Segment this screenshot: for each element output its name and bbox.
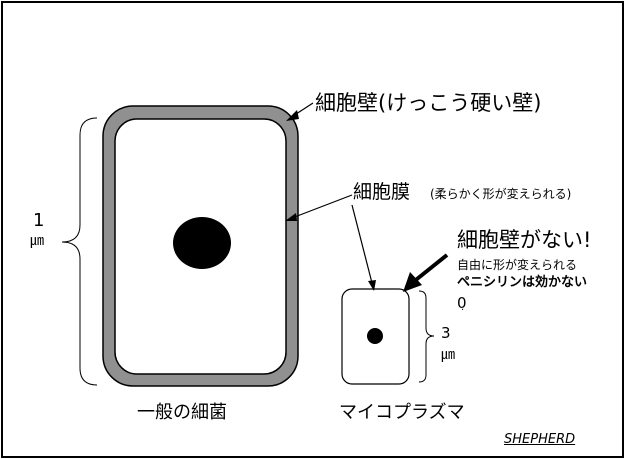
credit-text: SHEPHERD	[504, 432, 576, 447]
shape-changeable-label: 自由に形が変えられる	[457, 258, 578, 272]
cell-membrane-label: 細胞膜	[353, 181, 411, 203]
no-wall-pointer	[410, 253, 449, 285]
membrane-pointer-myco	[351, 204, 373, 284]
myco-size-dot: .	[461, 302, 465, 313]
no-cell-wall-label: 細胞壁がない!	[457, 228, 592, 252]
no-wall-arrowhead	[403, 272, 422, 292]
general-size-value: 1	[33, 210, 45, 231]
myco-size-unit: ㎛	[441, 347, 455, 363]
cell-membrane-note: (柔らかく形が変えられる)	[430, 187, 572, 201]
membrane-arrowhead-general	[285, 213, 297, 221]
myco-size-rest: 3	[441, 324, 451, 342]
cell-wall-arrowhead	[286, 110, 299, 121]
mycoplasma-caption: マイコプラズマ	[339, 402, 465, 423]
membrane-pointer-general	[291, 194, 353, 219]
general-size-unit: ㎛	[30, 233, 44, 249]
general-bacterium-nucleoid	[173, 217, 231, 269]
penicillin-label: ペニシリンは効かない	[457, 275, 588, 290]
mycoplasma-nucleoid	[367, 328, 383, 344]
general-size-brace	[61, 117, 98, 386]
cell-wall-label: 細胞壁(けっこう硬い壁)	[315, 91, 542, 115]
general-bacteria-caption: 一般の細菌	[137, 402, 227, 423]
myco-size-brace	[418, 290, 435, 383]
membrane-arrowhead-myco	[368, 280, 376, 291]
myco-size-lead: 0	[457, 294, 467, 312]
